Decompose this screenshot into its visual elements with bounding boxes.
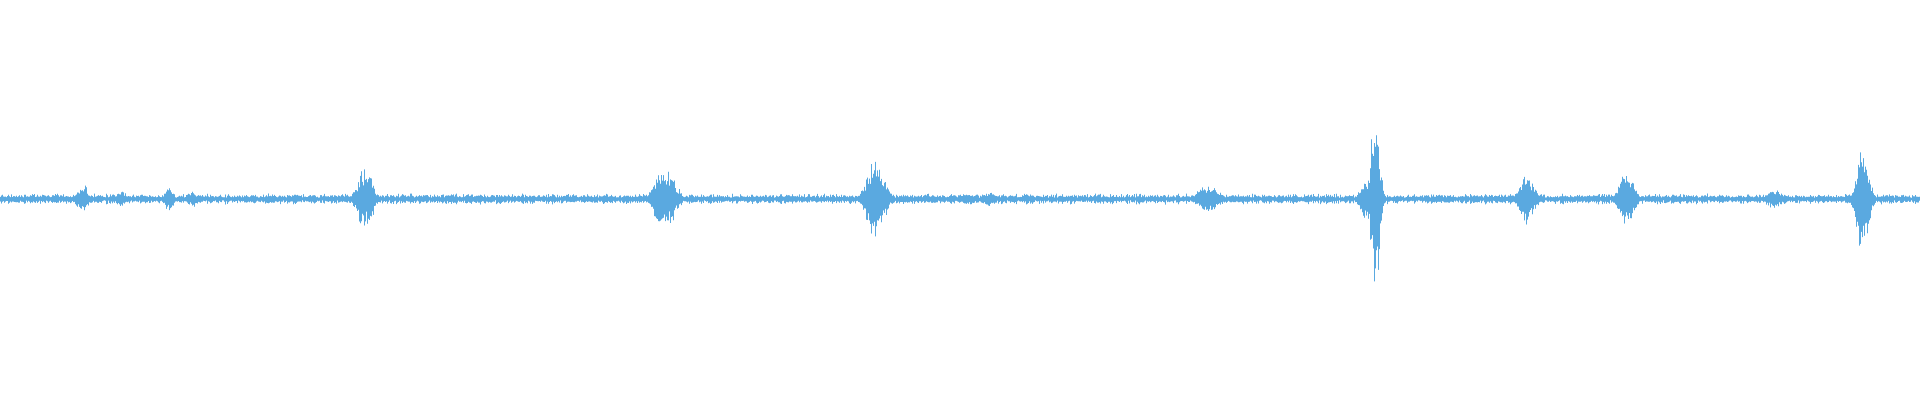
waveform-amplitude xyxy=(0,135,1920,282)
waveform-trace xyxy=(0,135,1920,282)
